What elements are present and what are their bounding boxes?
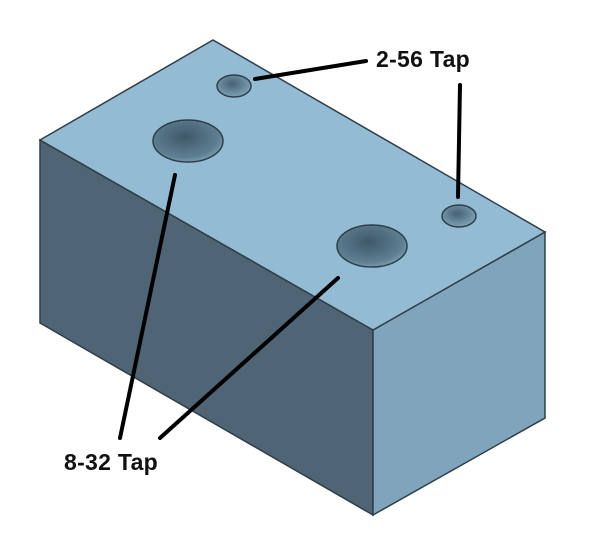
- leader-line-2-56-left: [253, 59, 368, 81]
- leader-line-2-56-right: [456, 83, 462, 199]
- block-top-face: [38, 39, 547, 331]
- hole-2-56-left: [216, 74, 252, 98]
- hole-2-56-right: [441, 204, 477, 228]
- leader-line-8-32-right: [158, 276, 340, 440]
- hole-8-32-right: [336, 224, 408, 268]
- callout-2-56-tap: 2-56 Tap: [376, 46, 471, 72]
- hole-8-32-left: [152, 119, 224, 163]
- callout-8-32-tap: 8-32 Tap: [64, 449, 159, 475]
- leader-line-8-32-left: [118, 173, 177, 440]
